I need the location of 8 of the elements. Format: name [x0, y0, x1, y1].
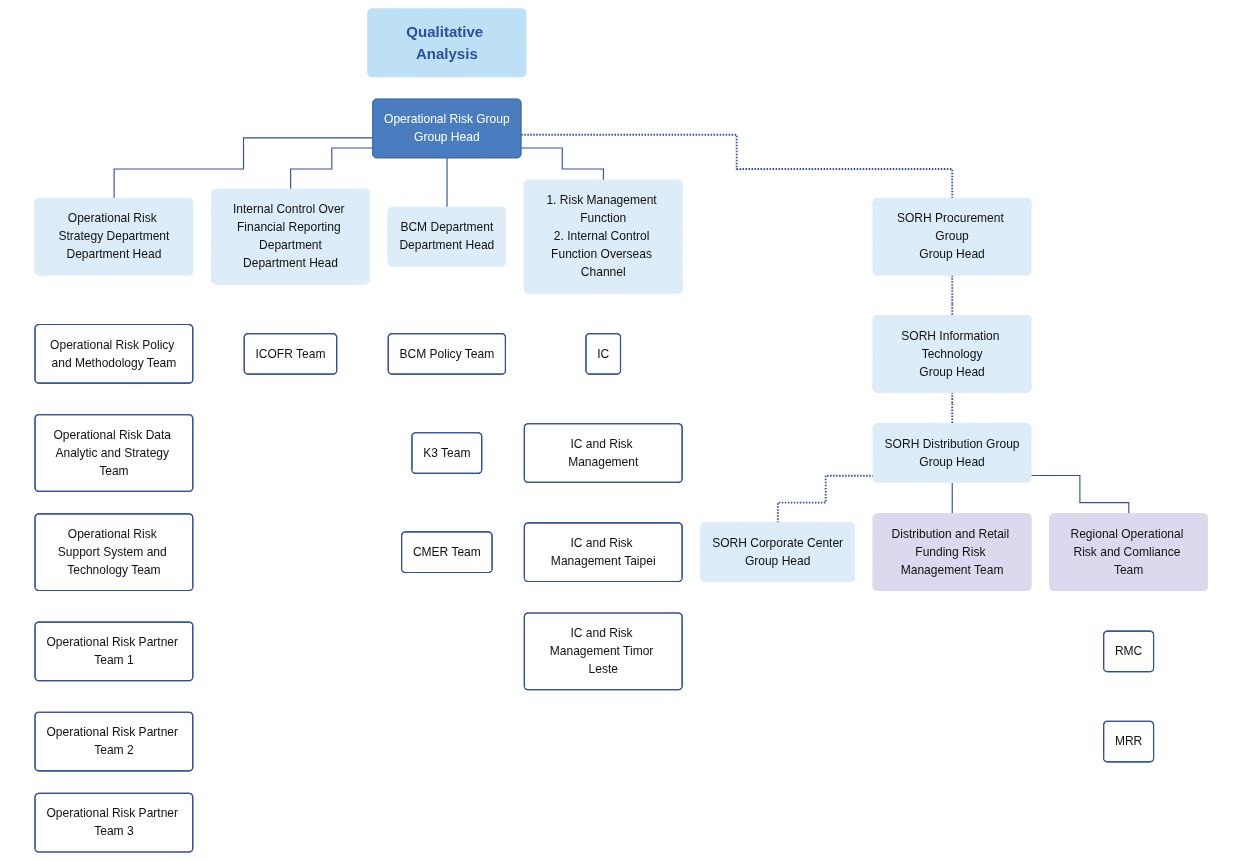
connector: [290, 147, 374, 191]
connector: [951, 482, 954, 515]
connector: [1030, 474, 1130, 515]
connector: [113, 137, 374, 200]
connector: [520, 147, 605, 182]
connector: [951, 274, 954, 317]
connector: [520, 133, 954, 200]
connector: [446, 157, 448, 209]
